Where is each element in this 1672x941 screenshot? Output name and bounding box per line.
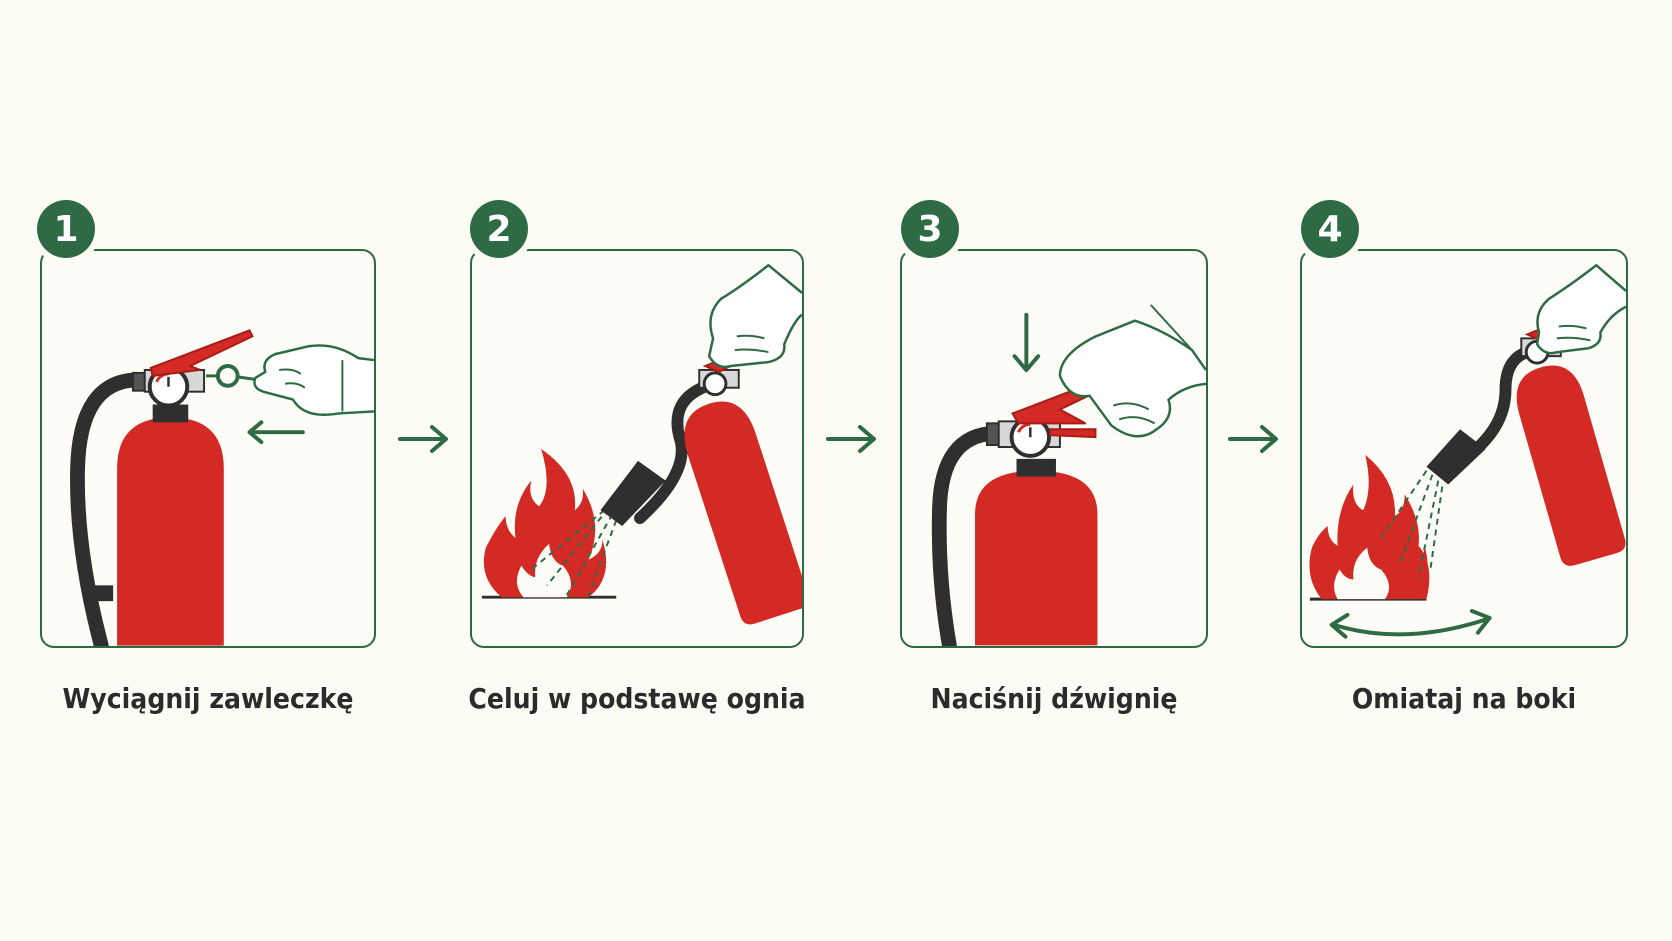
cylinder — [1516, 365, 1626, 566]
step-4-badge: 4 — [1301, 200, 1359, 258]
neck — [1016, 458, 1056, 477]
step-2-caption: Celuj w podstawę ognia — [468, 682, 806, 715]
hose — [70, 372, 147, 646]
step-4-caption: Omiataj na boki — [1351, 682, 1577, 715]
step-3-panel — [900, 249, 1208, 648]
sweep-side-to-side-illustration — [1309, 264, 1626, 639]
spray-lines — [1380, 470, 1444, 578]
step-3-caption: Naciśnij dźwignię — [930, 682, 1178, 715]
hand-icon — [1535, 264, 1626, 355]
extinguisher-pull-pin-illustration — [70, 329, 374, 646]
cylinder — [975, 470, 1098, 646]
step-4-panel — [1300, 249, 1628, 648]
step-1-caption: Wyciągnij zawleczkę — [62, 682, 354, 715]
double-curved-arrow-icon — [1329, 609, 1492, 639]
right-arrow-icon — [1228, 425, 1278, 453]
safety-pin-ring — [215, 364, 240, 388]
squeeze-lever-illustration — [931, 304, 1206, 646]
step-1-panel — [40, 249, 376, 648]
hose-clip — [89, 585, 114, 602]
left-arrow-icon — [247, 420, 305, 445]
aim-at-base-illustration — [481, 263, 802, 625]
step-2-badge: 2 — [470, 200, 528, 258]
step-2-panel — [470, 249, 804, 648]
hose — [931, 425, 1003, 646]
hand-icon — [253, 344, 374, 417]
hand-icon — [707, 263, 802, 369]
nozzle — [1426, 429, 1486, 485]
neck — [152, 404, 189, 423]
down-arrow-icon — [1012, 312, 1041, 373]
lever — [149, 329, 254, 377]
pressure-gauge-icon — [702, 371, 728, 397]
hand-icon — [1058, 319, 1206, 438]
cylinder — [117, 417, 224, 646]
step-3-badge: 3 — [901, 200, 959, 258]
hose — [1458, 344, 1542, 465]
right-arrow-icon — [826, 425, 876, 453]
nozzle — [600, 460, 666, 527]
spray-lines — [530, 507, 618, 596]
step-1-badge: 1 — [37, 200, 95, 258]
hose — [634, 379, 714, 525]
flame-icon — [483, 448, 607, 598]
right-arrow-icon — [398, 425, 448, 453]
cylinder — [684, 401, 802, 625]
